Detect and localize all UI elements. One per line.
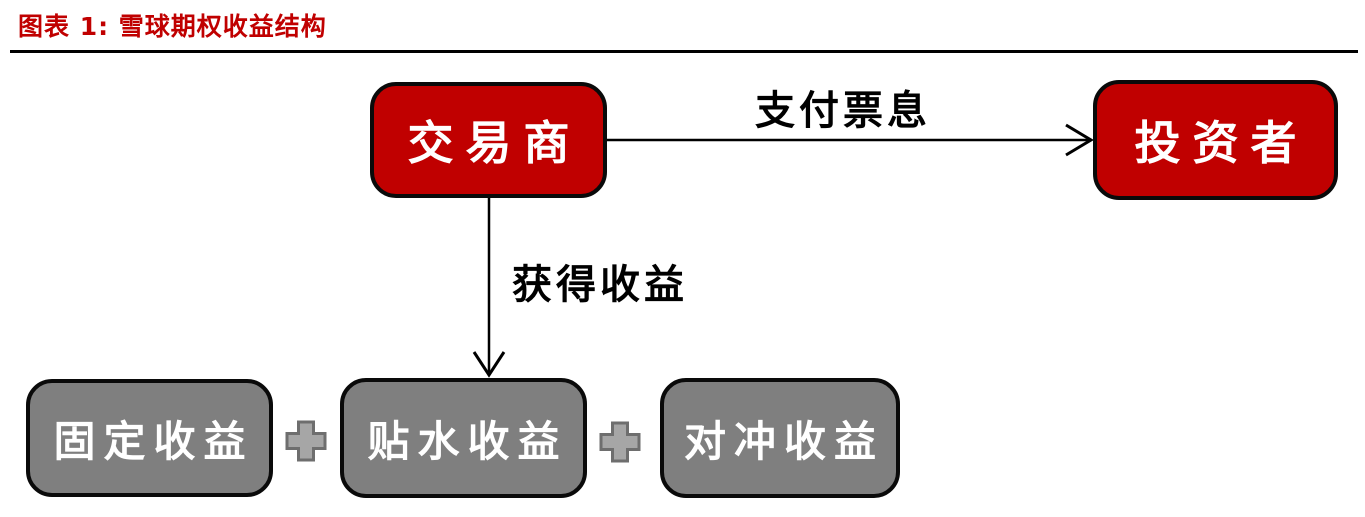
node-dealer: 交易商 <box>370 82 607 198</box>
edge-label-obtain-income: 获得收益 <box>512 262 688 308</box>
node-investor-label: 投资者 <box>1134 116 1309 170</box>
node-discount-income: 贴水收益 <box>340 378 587 498</box>
obtain-income-arrow-icon <box>472 198 506 378</box>
plus-icon <box>285 420 327 462</box>
node-hedge-income-label: 对冲收益 <box>683 416 884 466</box>
title-divider-line <box>10 50 1358 53</box>
node-investor: 投资者 <box>1093 80 1338 200</box>
figure-title: 图表 1: 雪球期权收益结构 <box>18 12 327 41</box>
node-fixed-income-label: 固定收益 <box>53 416 254 466</box>
node-discount-income-label: 贴水收益 <box>367 416 568 466</box>
node-fixed-income: 固定收益 <box>26 379 273 497</box>
node-dealer-label: 交易商 <box>407 116 582 170</box>
plus-icon <box>599 421 641 463</box>
edge-label-pay-coupon: 支付票息 <box>755 88 931 134</box>
node-hedge-income: 对冲收益 <box>660 378 900 498</box>
